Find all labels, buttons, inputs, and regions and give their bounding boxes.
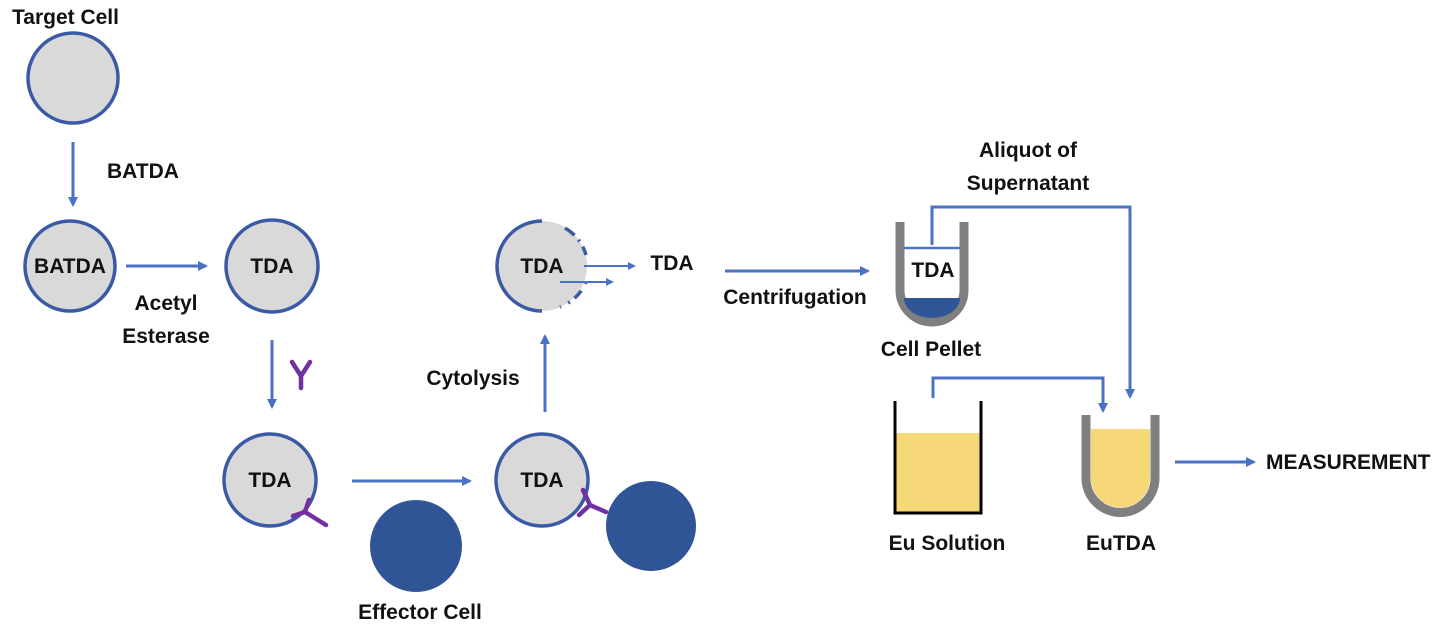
- target-cell: [26, 31, 120, 125]
- cell-pellet-label: Cell Pellet: [881, 338, 981, 361]
- aliquot-label-line1: Aliquot of: [979, 139, 1078, 162]
- centrifuge-tube: [895, 222, 969, 327]
- target-cell-label: Target Cell: [12, 6, 119, 29]
- batda-reagent-label: BATDA: [107, 160, 179, 183]
- cell-pellet: [904, 298, 960, 318]
- eu-solution-label: Eu Solution: [889, 532, 1006, 555]
- eutda-label: EuTDA: [1086, 532, 1156, 555]
- tube-tda-label: TDA: [911, 259, 954, 282]
- attached-effector-cell: [606, 481, 696, 571]
- effector-cell-label: Effector Cell: [358, 601, 482, 624]
- centrifugation-label: Centrifugation: [723, 286, 866, 309]
- lysed-cell-label: TDA: [520, 255, 563, 278]
- cytolysis-label: Cytolysis: [426, 367, 519, 390]
- tda-effector-cell-label: TDA: [520, 469, 563, 492]
- lysed-cell-membrane-fragment: [559, 281, 588, 309]
- acetyl-label: Acetyl: [134, 292, 197, 315]
- tda-cell: [224, 218, 320, 314]
- batda-cell: [23, 219, 117, 313]
- tda-cell-label: TDA: [250, 255, 293, 278]
- tda-bound-cell-label: TDA: [248, 469, 291, 492]
- effector-cell: [370, 500, 462, 592]
- eu-solution-liquid: [895, 433, 981, 513]
- aliquot-label-line2: Supernatant: [967, 172, 1090, 195]
- eu-solution-beaker: [893, 401, 983, 515]
- bound-antibody-icon: [290, 497, 329, 528]
- aliquot-arrow: [930, 205, 1135, 399]
- effector-antibody-icon: [576, 487, 609, 518]
- esterase-label: Esterase: [122, 325, 210, 348]
- antibody-icon: [289, 359, 313, 391]
- lysed-cell-membrane-fragment: [564, 226, 588, 256]
- tda-bound-cell: [222, 432, 318, 528]
- tda-effector-cell: [494, 432, 590, 528]
- lysed-cell-body: [497, 221, 587, 311]
- batda-cell-label: BATDA: [34, 255, 106, 278]
- eu-solution-arrow: [931, 376, 1108, 413]
- released-tda-label: TDA: [650, 252, 693, 275]
- eutda-tube: [1081, 415, 1160, 517]
- lysed-cell-membrane: [495, 219, 543, 313]
- eutda-liquid: [1091, 429, 1150, 508]
- measurement-label: MEASUREMENT: [1266, 451, 1431, 474]
